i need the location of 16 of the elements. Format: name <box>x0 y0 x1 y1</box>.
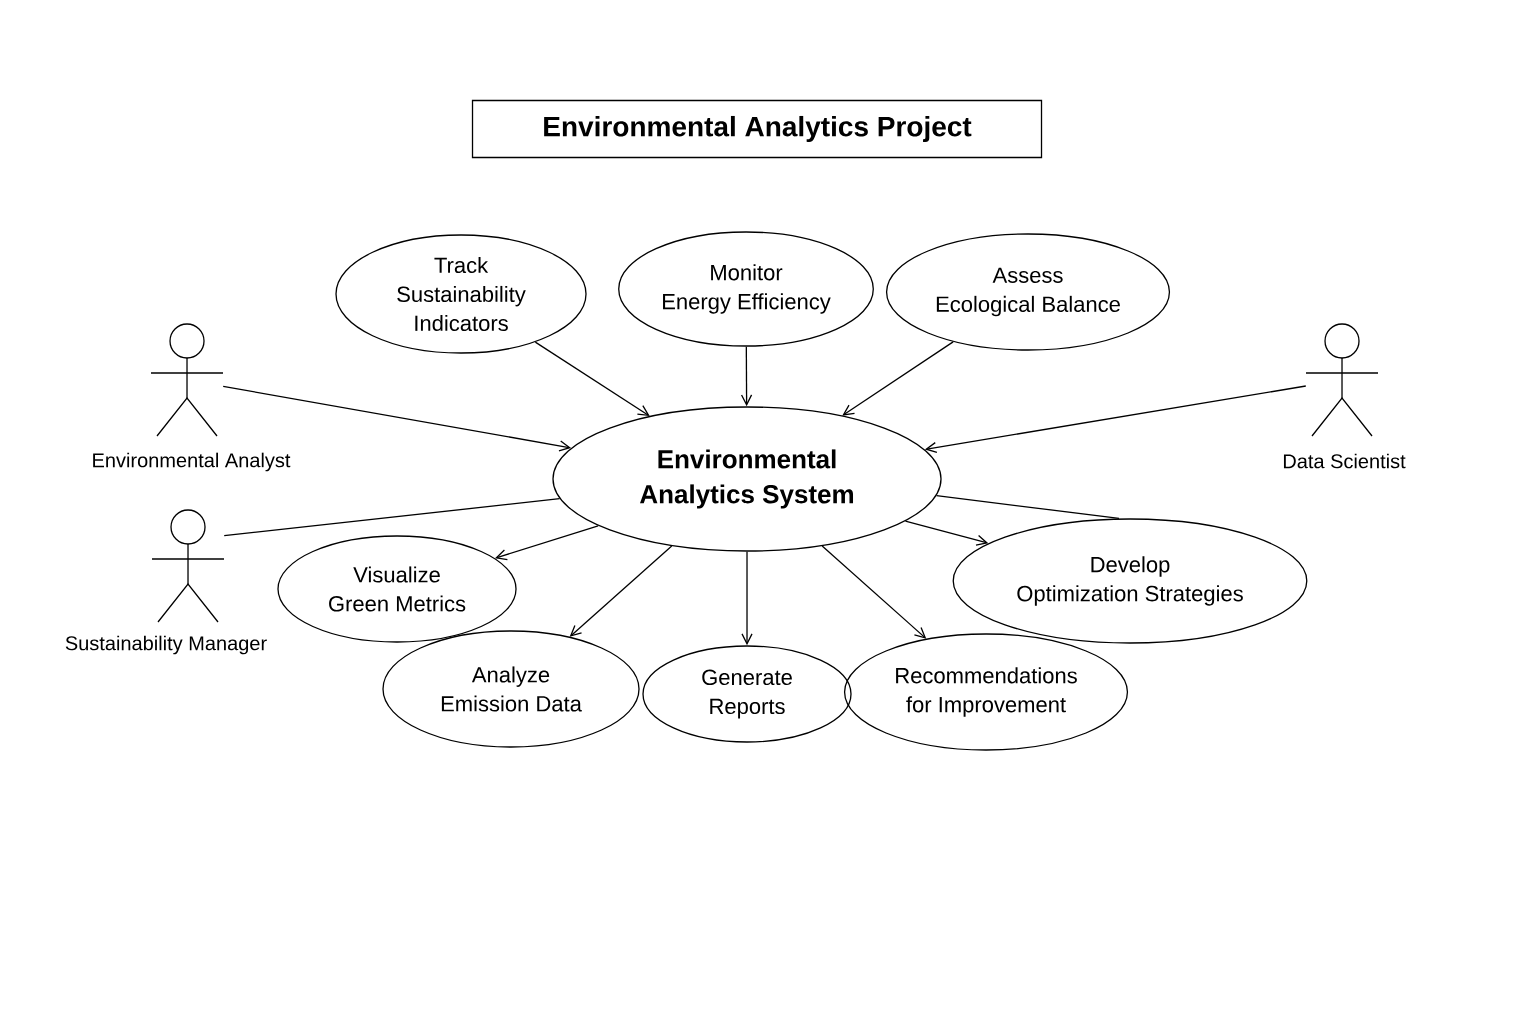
association-line <box>223 498 561 537</box>
arrow <box>741 551 753 646</box>
arrow <box>821 545 927 639</box>
title-box: Environmental Analytics Project <box>471 99 1043 159</box>
arrow <box>534 341 650 417</box>
arrow <box>842 341 954 416</box>
association-line <box>935 494 1120 520</box>
arrow <box>495 525 599 561</box>
actor-name: Sustainability Manager <box>65 635 267 655</box>
arrow <box>924 385 1307 454</box>
arrow <box>222 385 572 452</box>
arrow <box>904 520 989 546</box>
arrow <box>740 346 753 407</box>
actor-name: Environmental Analyst <box>93 452 291 472</box>
actor-name: Data Scientist <box>1283 453 1406 469</box>
arrow <box>569 545 673 637</box>
